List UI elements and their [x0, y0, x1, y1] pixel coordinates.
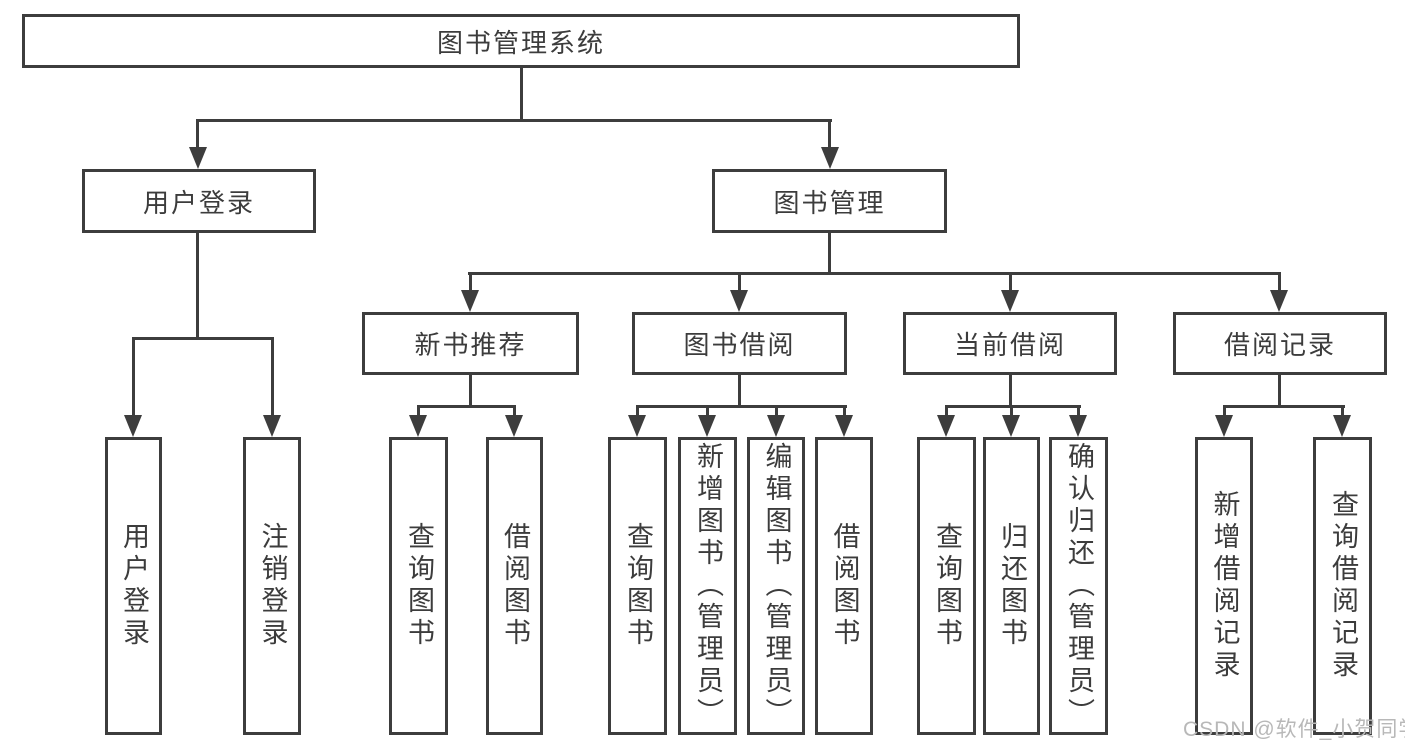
- arrow-down-icon: [821, 147, 839, 169]
- arrow-down-icon: [1069, 415, 1087, 437]
- leaf-query-books-borrowing-label: 查询图书: [623, 522, 653, 650]
- node-current-borrowing: 当前借阅: [903, 312, 1117, 375]
- leaf-add-book-admin-label: 新增图书（管理员）: [693, 442, 723, 730]
- node-new-book-recommendation-label: 新书推荐: [414, 330, 527, 360]
- arrow-down-icon: [263, 415, 281, 437]
- connector-line: [706, 408, 709, 417]
- connector-line: [1278, 375, 1281, 408]
- watermark: CSDN @软件_小贺同学: [1183, 718, 1405, 741]
- arrow-down-icon: [505, 415, 523, 437]
- node-current-borrowing-label: 当前借阅: [953, 330, 1066, 360]
- leaf-query-borrow-record: 查询借阅记录: [1313, 437, 1372, 735]
- leaf-add-book-admin: 新增图书（管理员）: [678, 437, 737, 735]
- node-book-management-label: 图书管理: [773, 187, 886, 218]
- connector-line: [1341, 408, 1344, 417]
- leaf-return-books-label: 归还图书: [997, 522, 1027, 650]
- connector-line: [1009, 375, 1012, 408]
- node-book-management: 图书管理: [712, 169, 947, 233]
- connector-line: [636, 405, 847, 408]
- connector-line: [828, 233, 831, 275]
- connector-line: [636, 408, 639, 417]
- leaf-query-books-current-label: 查询图书: [932, 522, 962, 650]
- connector-line: [271, 340, 274, 417]
- connector-line: [132, 340, 135, 417]
- leaf-borrow-books-borrowing: 借阅图书: [815, 437, 873, 735]
- node-borrowing-records-label: 借阅记录: [1223, 330, 1336, 360]
- leaf-borrow-books-recommend: 借阅图书: [486, 437, 543, 735]
- connector-line: [945, 405, 1081, 408]
- connector-line: [1223, 408, 1226, 417]
- leaf-add-borrow-record-label: 新增借阅记录: [1209, 490, 1240, 682]
- arrow-down-icon: [835, 415, 853, 437]
- arrow-down-icon: [124, 415, 142, 437]
- leaf-user-login-label: 用户登录: [119, 522, 149, 650]
- leaf-confirm-return-admin-label: 确认归还（管理员）: [1064, 442, 1094, 730]
- arrow-down-icon: [767, 415, 785, 437]
- arrow-down-icon: [409, 415, 427, 437]
- leaf-return-books: 归还图书: [983, 437, 1040, 735]
- connector-line: [132, 337, 274, 340]
- arrow-down-icon: [1001, 290, 1019, 312]
- connector-line: [468, 272, 1281, 275]
- connector-line: [520, 68, 523, 122]
- connector-line: [469, 275, 472, 291]
- arrow-down-icon: [1333, 415, 1351, 437]
- connector-line: [513, 408, 516, 417]
- connector-line: [843, 408, 846, 417]
- leaf-edit-book-admin-label: 编辑图书（管理员）: [761, 442, 792, 730]
- leaf-logout-label: 注销登录: [257, 522, 288, 650]
- leaf-user-login: 用户登录: [105, 437, 162, 735]
- arrow-down-icon: [189, 147, 207, 169]
- connector-line: [1010, 408, 1013, 417]
- connector-line: [1223, 405, 1345, 408]
- connector-line: [469, 375, 472, 408]
- node-user-login: 用户登录: [82, 169, 316, 233]
- arrow-down-icon: [1002, 415, 1020, 437]
- connector-line: [417, 405, 516, 408]
- node-root-label: 图书管理系统: [436, 27, 605, 58]
- connector-line: [945, 408, 948, 417]
- leaf-confirm-return-admin: 确认归还（管理员）: [1049, 437, 1108, 735]
- connector-line: [828, 122, 831, 149]
- leaf-query-books-borrowing: 查询图书: [608, 437, 667, 735]
- leaf-query-borrow-record-label: 查询借阅记录: [1328, 490, 1358, 682]
- arrow-down-icon: [698, 415, 716, 437]
- node-borrowing-records: 借阅记录: [1173, 312, 1387, 375]
- arrow-down-icon: [1270, 290, 1288, 312]
- arrow-down-icon: [628, 415, 646, 437]
- node-new-book-recommendation: 新书推荐: [362, 312, 579, 375]
- connector-line: [196, 119, 832, 122]
- node-book-borrowing-label: 图书借阅: [683, 330, 796, 360]
- arrow-down-icon: [1215, 415, 1233, 437]
- connector-line: [196, 233, 199, 340]
- connector-line: [738, 375, 741, 408]
- arrow-down-icon: [937, 415, 955, 437]
- arrow-down-icon: [461, 290, 479, 312]
- node-user-login-label: 用户登录: [142, 187, 255, 218]
- leaf-add-borrow-record: 新增借阅记录: [1195, 437, 1253, 735]
- leaf-borrow-books-recommend-label: 借阅图书: [500, 522, 530, 650]
- leaf-query-books-current: 查询图书: [917, 437, 976, 735]
- node-book-borrowing: 图书借阅: [632, 312, 847, 375]
- arrow-down-icon: [730, 290, 748, 312]
- connector-line: [775, 408, 778, 417]
- connector-line: [196, 122, 199, 149]
- node-root: 图书管理系统: [22, 14, 1020, 68]
- connector-line: [1009, 275, 1012, 291]
- connector-line: [1077, 408, 1080, 417]
- leaf-edit-book-admin: 编辑图书（管理员）: [747, 437, 805, 735]
- connector-line: [417, 408, 420, 417]
- connector-line: [1278, 275, 1281, 291]
- leaf-logout: 注销登录: [243, 437, 301, 735]
- connector-line: [738, 275, 741, 291]
- leaf-query-books-recommend-label: 查询图书: [404, 522, 434, 650]
- leaf-borrow-books-borrowing-label: 借阅图书: [829, 522, 860, 650]
- leaf-query-books-recommend: 查询图书: [389, 437, 448, 735]
